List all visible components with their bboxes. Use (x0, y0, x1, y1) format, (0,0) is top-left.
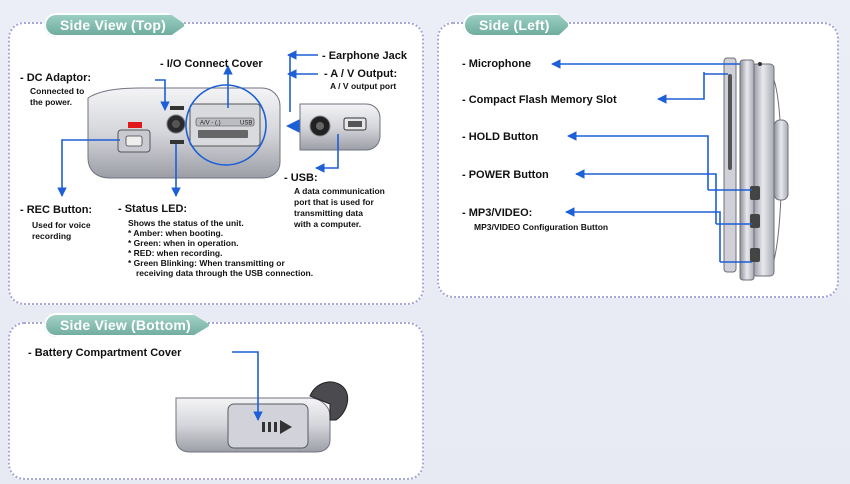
label-mp3video: - MP3/VIDEO: (462, 207, 533, 219)
label-status-item-4: * Green Blinking: When transmitting or (128, 258, 285, 268)
arrow-cf-slot (657, 72, 705, 104)
tab-side-view-bottom: Side View (Bottom) (44, 313, 211, 337)
label-battery-cover: - Battery Compartment Cover (28, 347, 182, 359)
label-earphone-jack: - Earphone Jack (322, 50, 407, 62)
arrow-hold (567, 131, 709, 190)
label-status-led: - Status LED: (118, 203, 188, 215)
label-power-button: - POWER Button (462, 169, 549, 181)
device-bottom-illustration (175, 381, 349, 453)
label-mp3video-desc: MP3/VIDEO Configuration Button (474, 222, 609, 232)
label-status-item-1: * Amber: when booting. (128, 228, 224, 238)
label-usb: - USB: (284, 172, 318, 184)
label-rec-desc-2: recording (32, 231, 72, 241)
label-usb-desc-4: with a computer. (294, 219, 362, 229)
label-dc-adaptor: - DC Adaptor: (20, 72, 92, 84)
label-dc-adaptor-desc-2: the power. (30, 97, 73, 107)
label-rec-desc-1: Used for voice (32, 220, 91, 230)
label-io-connect-cover: - I/O Connect Cover (160, 58, 263, 70)
arrow-battery-cover (232, 351, 263, 421)
device-top-illustration: A/V - (.) USB (87, 84, 281, 179)
label-cf-slot: - Compact Flash Memory Slot (462, 94, 617, 106)
label-av-output: - A / V Output: (324, 68, 398, 80)
arrow-power (575, 169, 717, 224)
label-dc-adaptor-desc-1: Connected to (30, 86, 85, 96)
label-microphone: - Microphone (462, 58, 532, 70)
arrow-rec-button (57, 139, 120, 197)
label-usb-desc-2: port that is used for (294, 197, 374, 207)
label-status-desc: Shows the status of the unit. (128, 218, 244, 228)
label-status-item-5: receiving data through the USB connectio… (136, 268, 314, 278)
label-hold-button: - HOLD Button (462, 131, 539, 143)
tab-side-view-top: Side View (Top) (44, 13, 186, 37)
arrow-dc-adaptor (155, 79, 170, 111)
tab-side-left: Side (Left) (463, 13, 570, 37)
label-rec-button: - REC Button: (20, 204, 93, 216)
label-status-item-3: * RED: when recording. (128, 248, 223, 258)
arrow-usb (315, 134, 339, 173)
usb-port-label: USB (240, 121, 252, 127)
label-usb-desc-1: A data communication (294, 186, 385, 196)
connector-magnified-illustration (286, 103, 381, 151)
av-port-label: A/V - (.) (200, 121, 221, 127)
label-status-item-2: * Green: when in operation. (128, 238, 239, 248)
device-left-illustration (723, 57, 789, 281)
label-usb-desc-3: transmitting data (294, 208, 363, 218)
arrow-mp3video (565, 207, 721, 262)
label-av-output-desc: A / V output port (330, 81, 397, 91)
